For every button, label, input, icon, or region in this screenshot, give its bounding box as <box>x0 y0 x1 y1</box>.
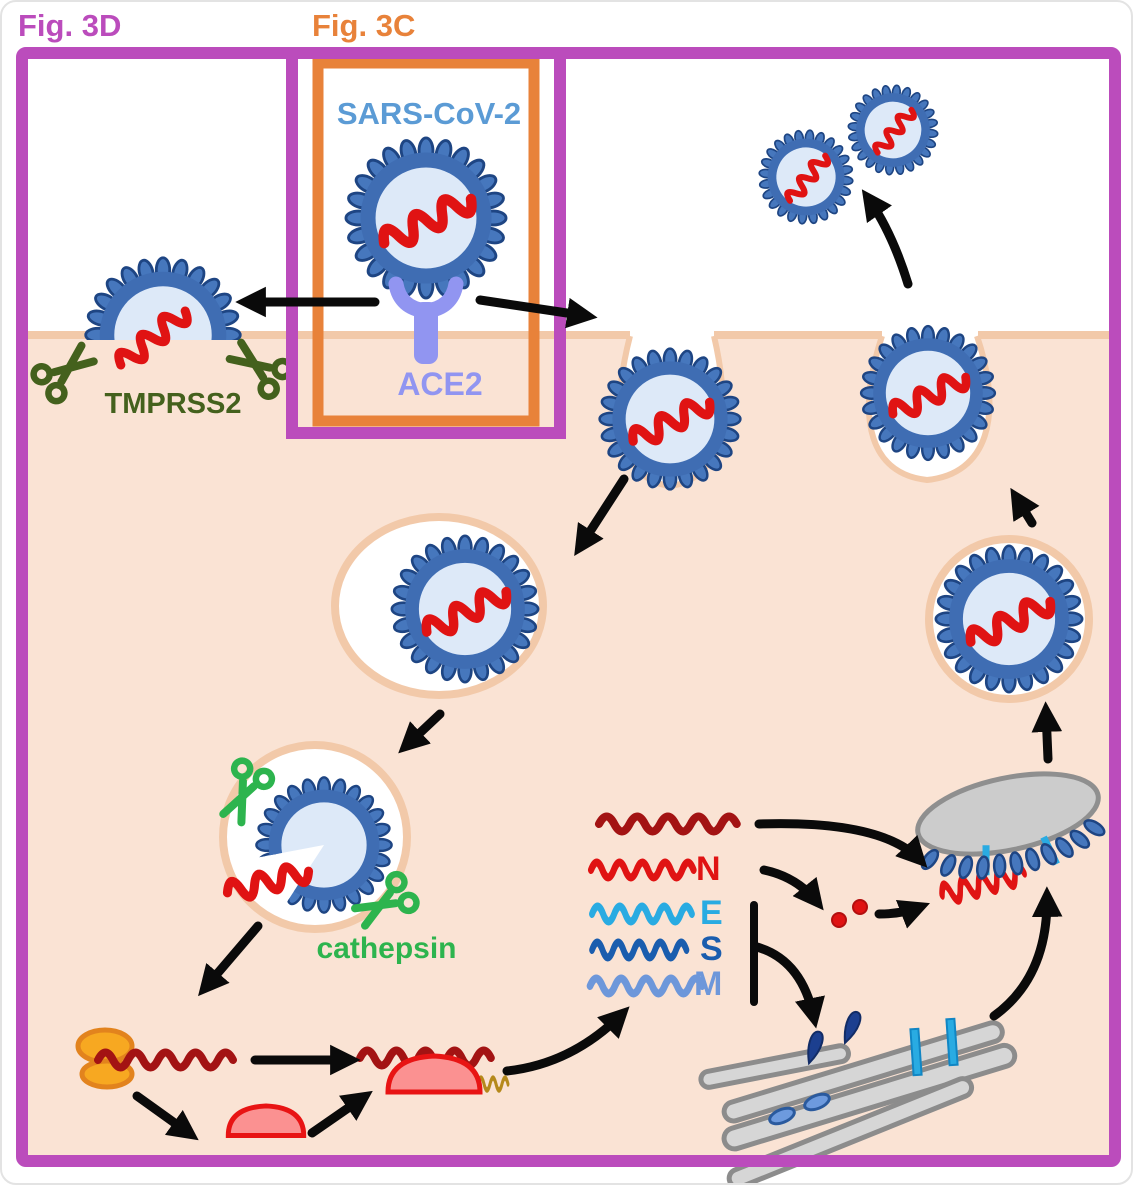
arrow-endocytosis-route <box>475 295 598 329</box>
sars-cov-2-label: SARS-CoV-2 <box>336 96 522 131</box>
m-protein-oval <box>803 1092 831 1112</box>
fig-3d-label: Fig. 3D <box>18 8 122 43</box>
fig3d-outer-box <box>16 47 1121 1167</box>
protein-m-label: M <box>694 965 723 1003</box>
virion-extracellular <box>346 138 506 298</box>
arrow-rna-release <box>198 921 263 997</box>
n-protein-dot <box>852 899 868 915</box>
n-protein-dot <box>831 912 847 928</box>
tmprss2-label: TMPRSS2 <box>104 388 242 420</box>
fig-3c-label: Fig. 3C <box>312 8 416 43</box>
arrow-virion-release <box>861 189 913 289</box>
arrow-er-to-budding <box>989 886 1063 1021</box>
arrow-replication <box>502 1006 630 1076</box>
ace2-label: ACE2 <box>397 366 483 402</box>
arrow-n-translation <box>759 865 824 911</box>
arrow-vesicle-to-membrane <box>1010 487 1040 528</box>
virion-released-1 <box>744 115 869 240</box>
protein-e-label: E <box>700 894 723 932</box>
arrow-budding-to-vesicle <box>1031 701 1063 764</box>
virion-exiting <box>861 326 995 460</box>
virion-endocytosed <box>600 349 741 490</box>
cathepsin-label: cathepsin <box>316 932 457 965</box>
protein-s-label: S <box>700 930 723 968</box>
arrow-esm-to-er <box>752 942 825 1029</box>
virion-in-endosome <box>392 536 538 682</box>
ace2-receptor <box>388 276 464 364</box>
fig3c-box <box>312 57 540 427</box>
arrow-endosome-maturation <box>398 709 445 754</box>
ribosome <box>75 1027 135 1090</box>
arrow-genome-to-budding <box>754 819 928 868</box>
polymerase-on-rna <box>388 1056 480 1092</box>
viral-polymerase <box>228 1106 303 1136</box>
arrow-to-polymerase <box>132 1091 199 1141</box>
e-protein-bar <box>909 1027 923 1077</box>
plasma-membrane-line <box>28 331 1109 339</box>
arrow-encapsidation <box>874 899 930 929</box>
e-protein-bar <box>945 1017 959 1067</box>
pathway-arrows <box>132 189 1063 1141</box>
budding-compartment <box>915 771 1106 880</box>
virion-in-vesicle <box>936 546 1082 692</box>
arrow-pit-to-endosome <box>574 474 629 556</box>
arrow-polymerase-binds <box>307 1090 373 1138</box>
m-protein-oval <box>768 1106 796 1126</box>
protein-n-label: N <box>696 850 721 888</box>
